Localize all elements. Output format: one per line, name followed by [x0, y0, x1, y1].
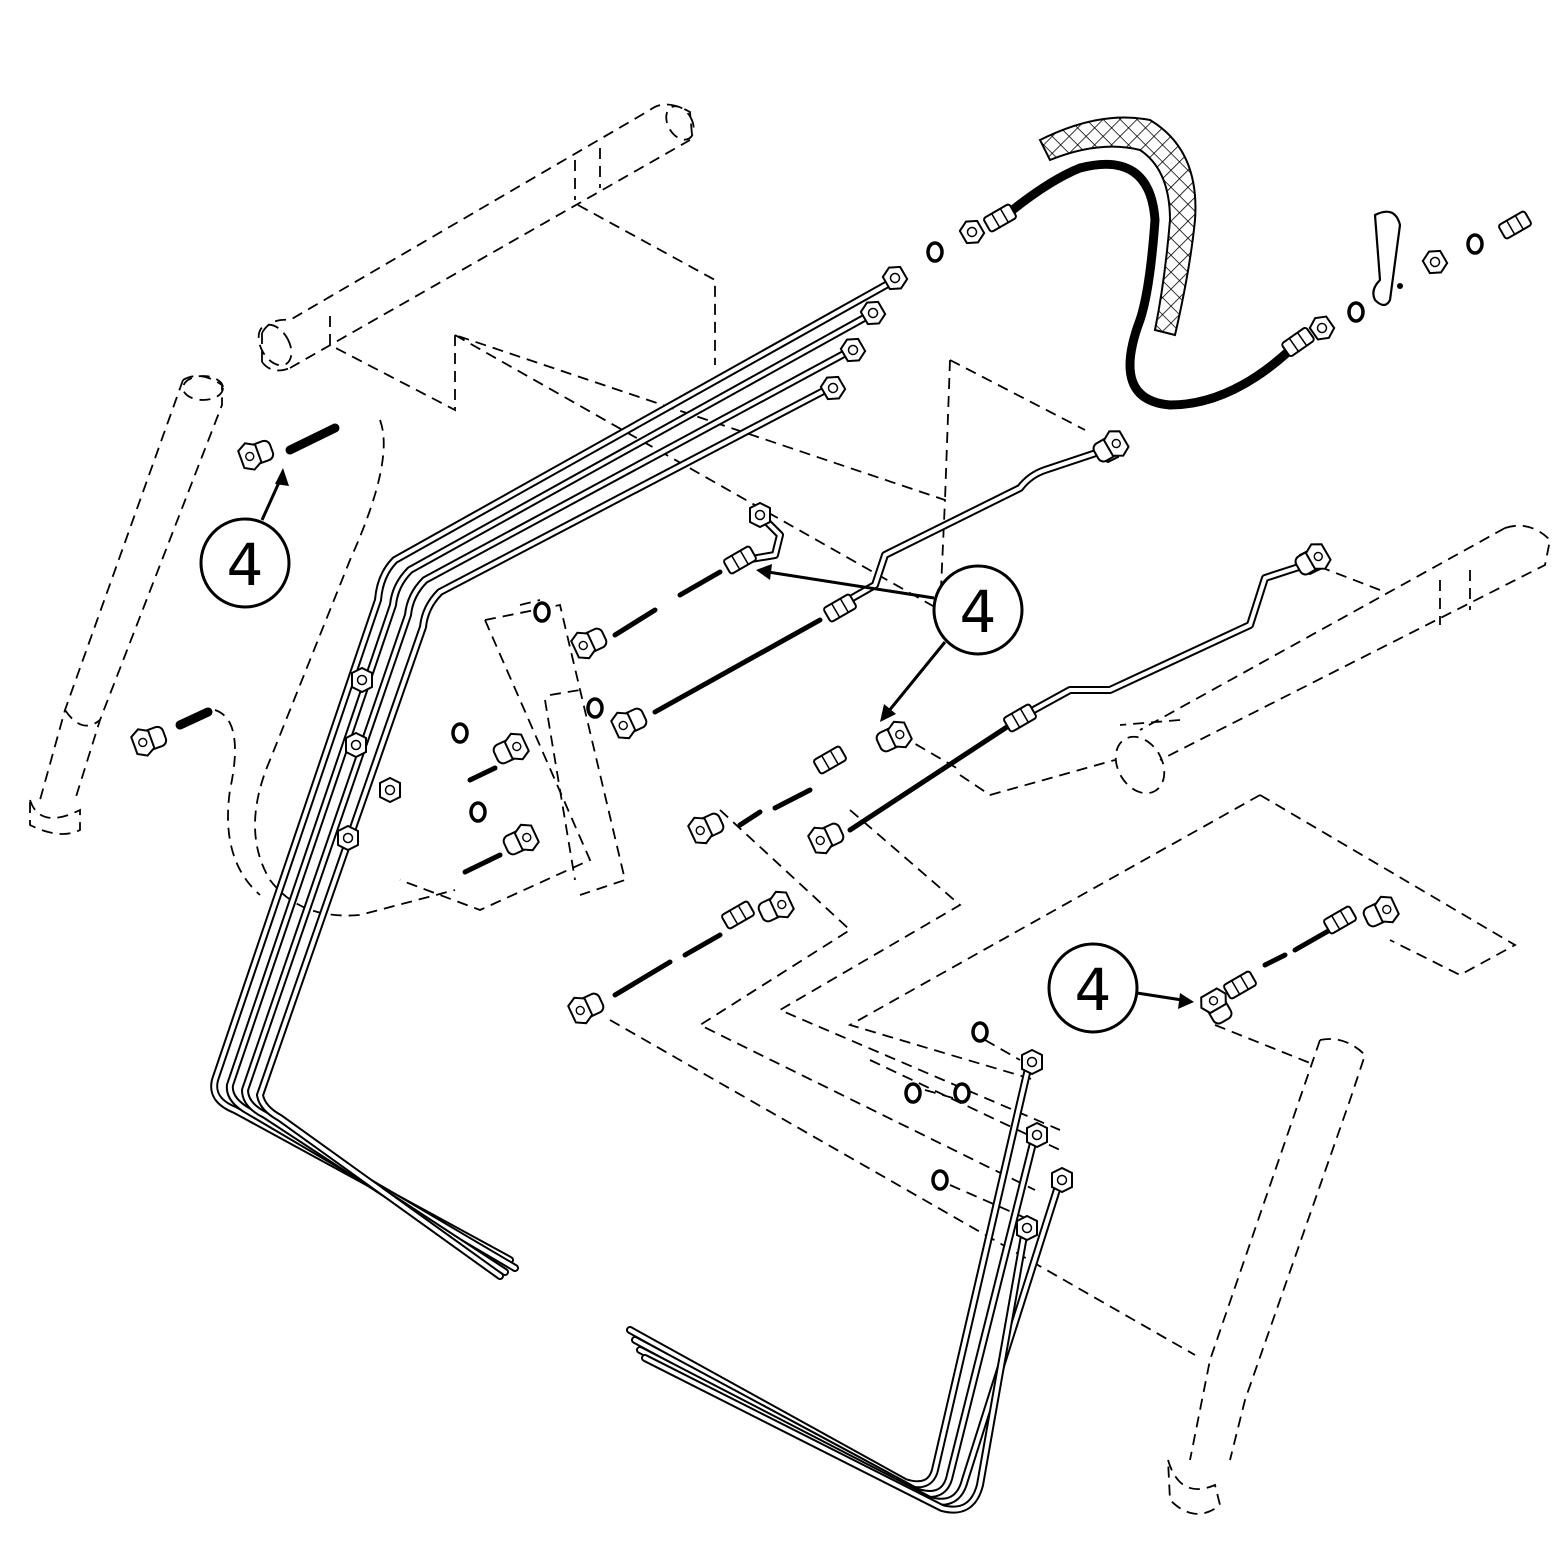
- phantom-cylinder-left: [29, 375, 224, 835]
- phantom-cylinder-top: [257, 103, 695, 372]
- phantom-cylinder-right: [1114, 524, 1551, 795]
- callout-label: 4: [227, 531, 264, 599]
- o-rings: [451, 601, 989, 1191]
- callout-center-right: 4: [756, 564, 1024, 722]
- hose-assemblies: [128, 423, 1402, 1029]
- phantom-cylinder-bottom-right: [1167, 1038, 1367, 1515]
- steel-tube-bundle-right: [626, 1049, 1073, 1514]
- phantom-routing-lines: [214, 204, 1517, 1356]
- callout-lower-right: 4: [1047, 942, 1194, 1034]
- callout-upper-left: 4: [199, 468, 291, 609]
- callout-label: 4: [960, 578, 997, 646]
- main-pressure-hose: [926, 116, 1533, 410]
- steel-tube-middle: [741, 437, 1321, 716]
- steel-tube-bundle-left: [210, 261, 911, 1280]
- callout-label: 4: [1075, 956, 1112, 1024]
